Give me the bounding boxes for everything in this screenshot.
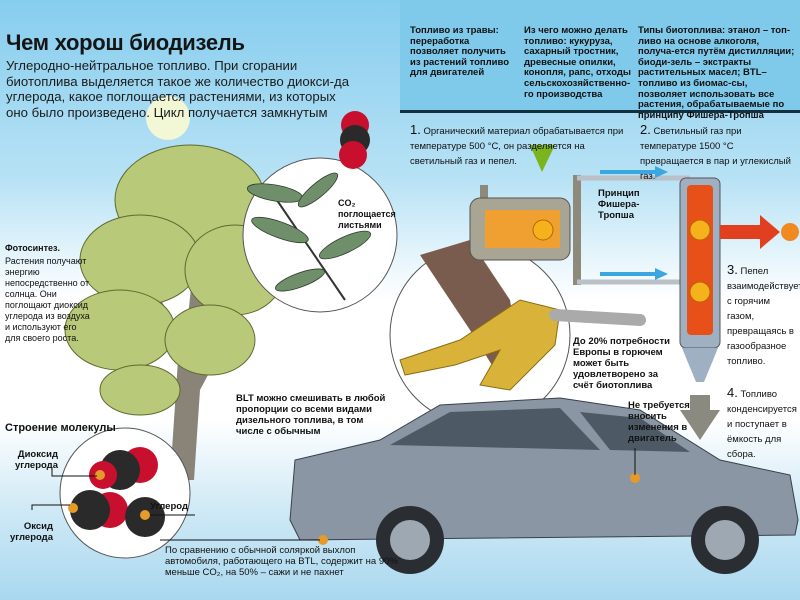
step-3: 3. Пепел взаимодействует с горячим газом… xyxy=(727,262,800,369)
fischer-tropsch-column xyxy=(679,177,721,382)
carbon-label: Углерод xyxy=(150,501,188,512)
info-fuel-types: Типы биотоплива: этанол – топ-ливо на ос… xyxy=(638,25,795,121)
step-4-text: Топливо конденсируется и поступает в ёмк… xyxy=(727,389,797,460)
fischer-tropsch-label: Принцип Фишера-Тропша xyxy=(598,188,640,221)
blt-mix-note: BLT можно смешивать в любой пропорции со… xyxy=(236,393,386,437)
step-1-number: 1. xyxy=(410,122,421,137)
tree-crown xyxy=(64,144,286,416)
co2-molecule-icon xyxy=(339,111,370,169)
co2-leaves-label: CO₂ поглощается листьями xyxy=(338,198,396,230)
step-1: 1. Органический материал обрабатывается … xyxy=(410,122,625,169)
page-title: Чем хорош биодизель xyxy=(6,30,245,55)
step-2-text: Светильный газ при температуре 1500 °С п… xyxy=(640,126,791,182)
output-drop xyxy=(781,223,799,241)
no-engine-changes-note: Не требуется вносить изменения в двигате… xyxy=(628,400,690,444)
molecules-icon xyxy=(68,447,165,537)
flow-arrow-icons xyxy=(600,166,668,280)
input-arrow-icon xyxy=(530,145,555,172)
step-4-number: 4. xyxy=(727,385,738,400)
step-2: 2. Светильный газ при температуре 1500 °… xyxy=(640,122,795,184)
co-label: Оксид углерода xyxy=(10,521,53,543)
photosynthesis-text: Растения получают энергию непосредственн… xyxy=(5,256,90,343)
molecules-title: Строение молекулы xyxy=(5,422,116,434)
molecule-leader-lines xyxy=(31,467,195,516)
top-info-band xyxy=(400,0,800,113)
car-illustration xyxy=(289,397,799,574)
info-raw-materials: Из чего можно делать топливо: кукуруза, … xyxy=(524,25,632,100)
step-3-number: 3. xyxy=(727,262,738,277)
co2-label: Диоксид углерода xyxy=(15,449,58,471)
step-3-text: Пепел взаимодействует с горячим газом, п… xyxy=(727,266,800,367)
sun-glow xyxy=(146,96,190,140)
condense-arrow-icon xyxy=(680,395,720,440)
europe-share-note: До 20% потребности Европы в горючем може… xyxy=(573,336,670,391)
step-2-number: 2. xyxy=(640,122,651,137)
photosynthesis-title: Фотосинтез. xyxy=(5,243,60,253)
info-fuel-from-grass: Топливо из травы: переработка позволяет … xyxy=(410,25,510,79)
gasifier-reactor xyxy=(469,175,690,285)
exhaust-note: По сравнению с обычной соляркой выхлоп а… xyxy=(165,545,398,578)
output-arrow-icon xyxy=(720,215,780,249)
fuel-nozzle-icon xyxy=(399,299,561,391)
step-1-text: Органический материал обрабатывается при… xyxy=(410,126,624,167)
leaf-branch-icon xyxy=(246,172,372,301)
step-4: 4. Топливо конденсируется и поступает в … xyxy=(727,385,799,462)
lead-text: Углеродно-нейтральное топливо. При сгора… xyxy=(6,58,350,120)
fuel-hose xyxy=(549,309,646,326)
